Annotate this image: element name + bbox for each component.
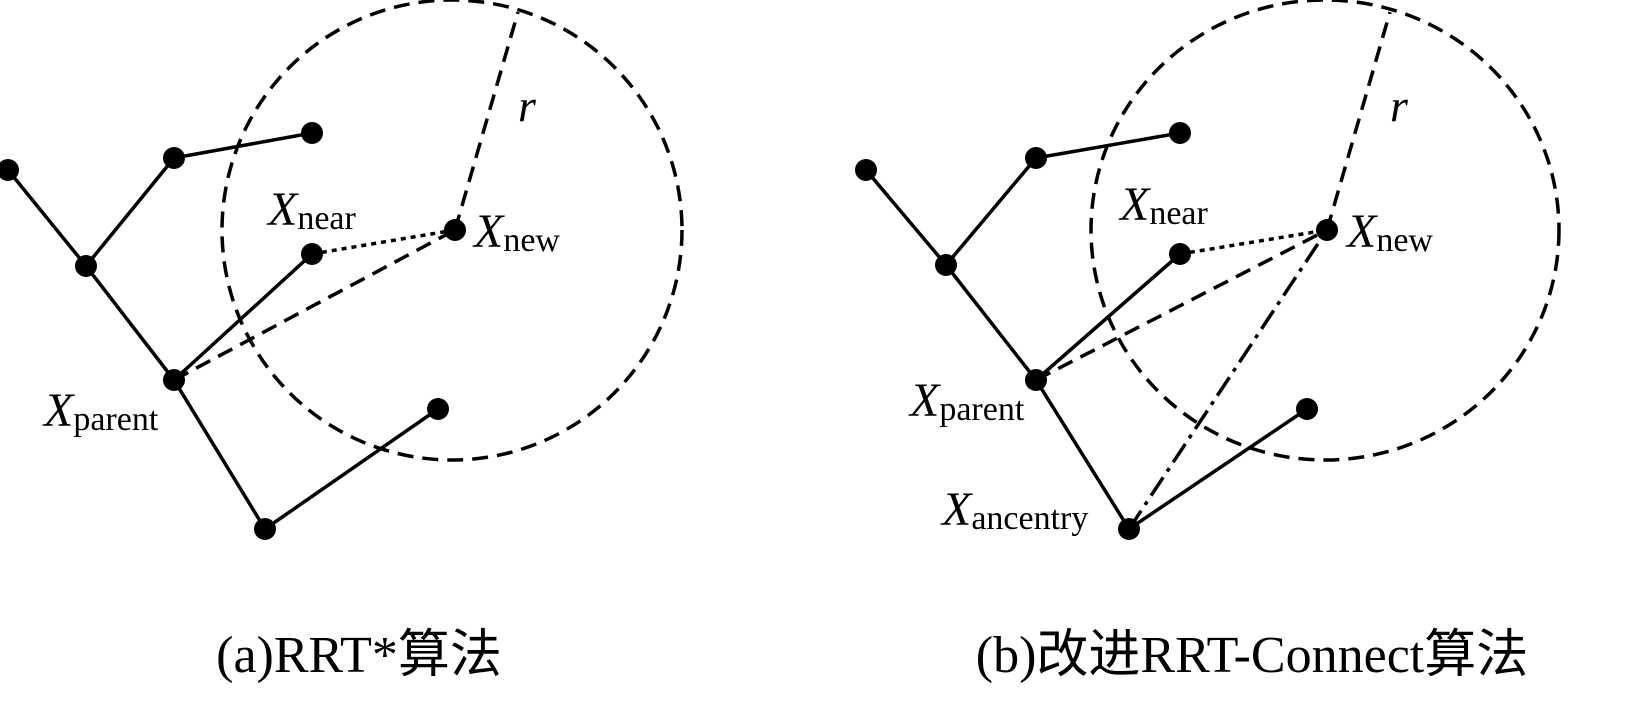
node-parent (1025, 369, 1047, 391)
node (254, 518, 276, 540)
node (301, 122, 323, 144)
panel-b-ancentry-new-link (1127, 229, 1329, 530)
panel-a-parent-label: Xparent (42, 384, 159, 438)
node (855, 159, 877, 181)
panel-b-tree-nodes (855, 122, 1338, 540)
panel-b-radius-label: r (1390, 80, 1409, 131)
panel-b-near-label: Xnear (1118, 178, 1209, 232)
panel-b-new-label: Xnew (1345, 205, 1433, 259)
panel-b-parent-new-link (1035, 228, 1328, 382)
panel-a-new-label: Xnew (472, 205, 560, 259)
node (427, 398, 449, 420)
panel-a-near-label: Xnear (266, 183, 357, 237)
panel-a-tree-nodes (0, 122, 466, 540)
node (1169, 122, 1191, 144)
panel-b-parent-label: Xparent (908, 374, 1025, 428)
panel-b: r Xnear Xnew Xparent Xancentry (b)改进RRT-… (855, 0, 1561, 684)
node (0, 159, 19, 181)
node (935, 254, 957, 276)
panel-a-search-circle (220, 0, 684, 462)
node (163, 147, 185, 169)
panel-a-tree-edges (6, 131, 439, 531)
panel-b-ancentry-label: Xancentry (940, 483, 1088, 537)
node-near (1169, 243, 1191, 265)
panel-a-caption: (a)RRT*算法 (216, 627, 502, 684)
node-new (444, 219, 466, 241)
node (1025, 147, 1047, 169)
panel-b-tree-edges (864, 131, 1308, 531)
node-near (301, 243, 323, 265)
node-new (1316, 219, 1338, 241)
panel-a-parent-new-link (173, 228, 456, 382)
panel-b-caption: (b)改进RRT-Connect算法 (976, 627, 1528, 684)
node-parent (163, 369, 185, 391)
panel-a-near-new-link (311, 228, 456, 256)
node-ancentry (1118, 518, 1140, 540)
node (75, 255, 97, 277)
panel-b-near-new-link (1179, 228, 1328, 256)
panel-a-radius-line (453, 11, 520, 231)
panel-a-radius-label: r (518, 80, 537, 131)
panel-a: r Xnear Xnew Xparent (a)RRT*算法 (0, 0, 684, 684)
node (1296, 398, 1318, 420)
panel-b-radius-line (1325, 11, 1392, 231)
panel-b-search-circle (1089, 0, 1561, 462)
